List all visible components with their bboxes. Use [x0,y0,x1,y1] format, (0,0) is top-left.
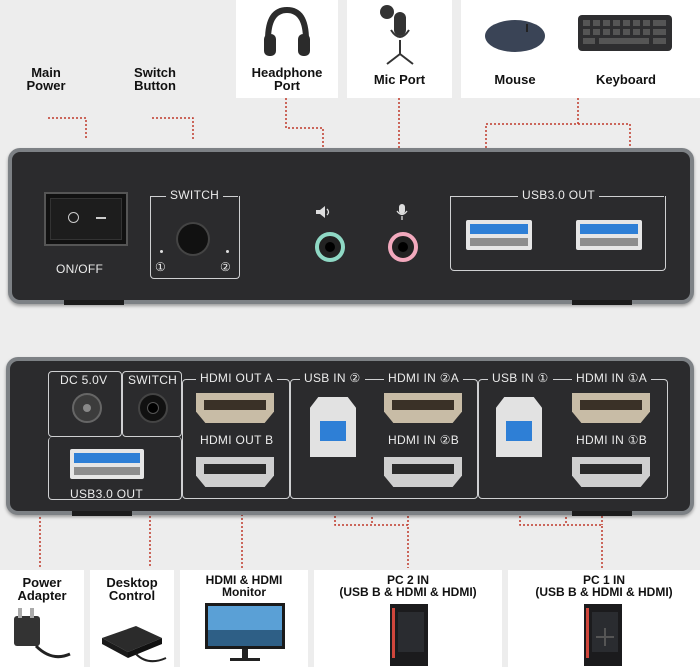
usb-out-port-1[interactable] [466,220,532,250]
onoff-label: ON/OFF [56,262,104,276]
dc-jack[interactable] [72,393,102,423]
switch-button-label: Switch Button [134,65,176,93]
pc-tower-icon [390,604,428,666]
hdmi-in-2b-port[interactable] [384,457,462,487]
led-2-label: ② [220,260,232,274]
hdmi-out-a-label: HDMI OUT A [196,371,277,385]
desktop-control-card: Desktop Control [90,570,174,667]
hdmi-in-2a-port[interactable] [384,393,462,423]
usb-out-line-b [578,123,631,176]
usb-in-1-label: USB IN ① [488,371,553,385]
power-switch[interactable] [44,192,128,246]
hdmi-in-1b-port[interactable] [572,457,650,487]
hdmi-in-1b-label: HDMI IN ①B [576,433,648,447]
usb-in-2-port[interactable] [310,397,356,457]
usb-out-group [450,196,666,271]
led-1-label: ① [155,260,167,274]
switch-button-line [152,117,194,140]
speaker-icon [316,206,330,218]
keyboard-card-label: Keyboard [596,72,656,87]
monitor-card: HDMI & HDMI Monitor [180,570,308,667]
headphone-icon [264,6,310,56]
power-on-icon [96,217,106,219]
mouse-icon [485,20,545,52]
back-usb-out-group [48,437,182,500]
dc-label: DC 5.0V [60,373,108,387]
main-power-label: Main Power [26,65,66,93]
switch-jack-group [122,371,182,437]
keyboard-icon [578,15,672,51]
main-power-line [48,117,87,140]
pc2-label: PC 2 IN (USB B & HDMI & HDMI) [339,573,477,599]
power-off-icon [68,212,79,223]
hdmi-out-a-port[interactable] [196,393,274,423]
hdmi-out-b-port[interactable] [196,457,274,487]
mic-icon [396,204,408,220]
mouse-card-label: Mouse [494,72,536,87]
usb-in-1-port[interactable] [496,397,542,457]
usb-out-label: USB3.0 OUT [518,188,600,202]
hdmi-in-1a-port[interactable] [572,393,650,423]
microphone-icon [380,5,414,65]
led-2 [226,250,229,253]
headphone-card-label: Headphone Port [251,65,323,93]
headphone-jack[interactable] [315,232,345,262]
switch-button[interactable] [178,224,208,254]
switch-group [150,196,240,279]
hdmi-in-1a-label: HDMI IN ①A [572,371,652,385]
dc-group [48,371,122,437]
power-adapter-label: Power Adapter [17,575,67,603]
monitor-icon [205,603,285,661]
power-adapter-icon [14,608,71,659]
pc2-card: PC 2 IN (USB B & HDMI & HDMI) [314,570,502,667]
pc1-card: PC 1 IN (USB B & HDMI & HDMI) [508,570,700,667]
back-panel: DC 5.0V SWITCH USB3.0 OUT HDMI OUT A HDM… [6,357,694,515]
mouse-keyboard-card: Mouse Keyboard [461,0,700,98]
mic-card-label: Mic Port [373,72,426,87]
back-usb-out-port[interactable] [70,449,144,479]
hdmi-in-2a-label: HDMI IN ②A [384,371,464,385]
power-adapter-card: Power Adapter [0,570,84,667]
mic-card: Mic Port [347,0,452,98]
desktop-control-label: Desktop Control [106,575,158,603]
back-switch-label: SWITCH [128,373,178,387]
led-1 [160,250,163,253]
switch-group-label: SWITCH [166,188,224,202]
back-usb-out-label: USB3.0 OUT [70,487,144,501]
usb-out-port-2[interactable] [576,220,642,250]
hdmi-in-2b-label: HDMI IN ②B [388,433,460,447]
headphone-card: Headphone Port [236,0,338,98]
desktop-control-jack[interactable] [138,393,168,423]
hdmi-out-b-label: HDMI OUT B [200,433,274,447]
front-panel: ON/OFF SWITCH ① ② USB3.0 OUT [8,148,694,304]
pc-tower-icon [584,604,622,666]
pc1-label: PC 1 IN (USB B & HDMI & HDMI) [535,573,673,599]
mic-jack[interactable] [388,232,418,262]
usb-in-2-label: USB IN ② [300,371,365,385]
monitor-label: HDMI & HDMI Monitor [205,573,283,599]
desktop-control-icon [102,626,167,663]
